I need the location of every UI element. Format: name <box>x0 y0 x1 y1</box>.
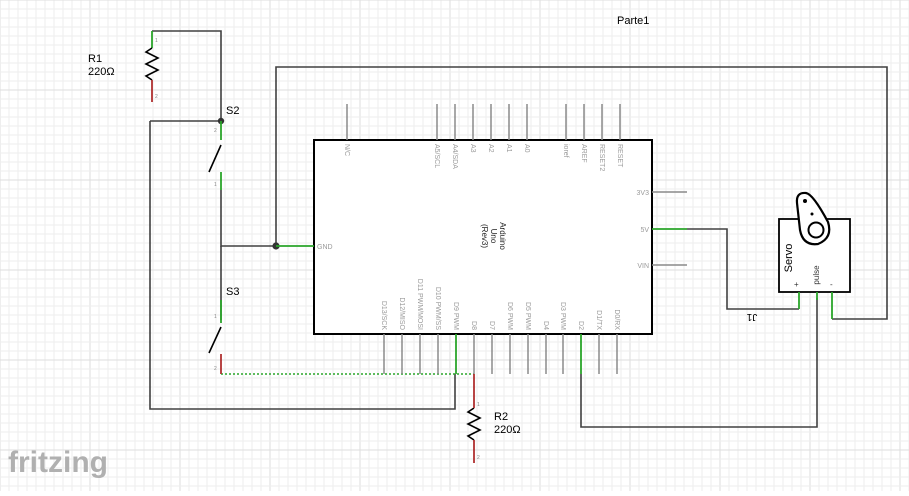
r1-value: 220Ω <box>88 66 115 78</box>
arduino-pin-label: A4/SDA <box>451 144 458 169</box>
arduino-pin-label: A5/SCL <box>433 144 440 168</box>
arduino-pin-label: A0 <box>523 144 530 153</box>
r2-ref: R2 <box>494 411 508 423</box>
wire-left-loop-to-d9[interactable] <box>149 121 456 410</box>
svg-text:1: 1 <box>214 314 217 320</box>
svg-text:2: 2 <box>477 455 480 461</box>
arduino-pin-label: D13/SCK <box>380 301 387 331</box>
arduino-pin-label: A3 <box>469 144 476 153</box>
arduino-rev: (Rev3) <box>480 224 489 248</box>
switch-s2[interactable]: 2 1 S2 <box>208 105 239 190</box>
arduino-bottom-pins: D13/SCK D12/MISO D11 PWM/MOSI D10 PWM/SS D9 … <box>380 279 620 374</box>
arduino-pin-label: D10 PWM/SS <box>434 287 441 331</box>
arduino-board[interactable]: N/C A5/SCL A4/SDA A3 A2 A1 A0 ioref AREF RESET2 RE… <box>276 104 687 374</box>
arduino-pin-label: D5 PWM <box>524 302 531 330</box>
arduino-pin-label: RESET <box>616 144 623 168</box>
wires <box>149 30 888 428</box>
servo-pin-label-minus: - <box>830 280 833 289</box>
arduino-pin-label: D9 PWM <box>452 302 459 330</box>
arduino-pin-label: D11 PWM/MOSI <box>416 279 423 330</box>
arduino-pin-label: D3 PWM <box>559 302 566 330</box>
arduino-right-pins: 3V3 5V VIN <box>637 190 687 270</box>
diagram-title: Parte1 <box>617 15 649 27</box>
arduino-pin-label: AREF <box>580 144 587 163</box>
arduino-pin-label-gnd: GND <box>317 244 333 251</box>
arduino-pin-label: 3V3 <box>637 190 650 197</box>
servo-motor[interactable]: Servo pulse + - J1 <box>746 191 851 322</box>
arduino-pin-label: D0/RX <box>613 309 620 330</box>
arduino-pin-label: A1 <box>505 144 512 153</box>
j1-ref: J1 <box>746 311 757 322</box>
resistor-r1[interactable]: 1 2 R1 220Ω <box>88 31 160 102</box>
svg-text:2: 2 <box>214 366 217 372</box>
wire-5v-servo[interactable] <box>687 228 799 310</box>
arduino-pin-label: D2 <box>577 321 584 330</box>
arduino-pin-label: A2 <box>487 144 494 153</box>
s3-ref: S3 <box>226 286 239 298</box>
arduino-pin-label: D8 <box>470 321 477 330</box>
arduino-pin-label: VIN <box>637 263 649 270</box>
arduino-top-pins: N/C A5/SCL A4/SDA A3 A2 A1 A0 ioref AREF RESET2 RE… <box>343 104 623 171</box>
switch-s3[interactable]: 1 2 S3 <box>208 286 239 374</box>
arduino-pin-label: D7 <box>488 321 495 330</box>
arduino-pin-label: D6 PWM <box>506 302 513 330</box>
servo-shaft-icon <box>807 221 825 239</box>
svg-text:2: 2 <box>155 94 158 100</box>
fritzing-watermark: fritzing <box>8 446 108 479</box>
arduino-body[interactable] <box>313 139 653 335</box>
s2-ref: S2 <box>226 105 239 117</box>
arduino-pin-label: D1/TX <box>595 310 602 330</box>
arduino-pin-label: 5V <box>640 227 649 234</box>
svg-text:2: 2 <box>214 128 217 134</box>
arduino-pin-label: D12/MISO <box>398 297 405 330</box>
r2-value: 220Ω <box>494 424 521 436</box>
arduino-pin-label: N/C <box>343 144 350 156</box>
svg-text:1: 1 <box>155 38 158 44</box>
arduino-pin-label: D4 <box>542 321 549 330</box>
arduino-pin-label: RESET2 <box>598 144 605 171</box>
servo-name: Servo <box>783 244 795 273</box>
arduino-name: Arduino <box>498 222 507 250</box>
svg-text:1: 1 <box>477 402 480 408</box>
arduino-pin-label: ioref <box>562 144 569 158</box>
arduino-name-block: Arduino Uno (Rev3) <box>480 222 507 250</box>
svg-text:1: 1 <box>214 182 217 188</box>
servo-pin-label-plus: + <box>794 280 799 289</box>
servo-pin-label-pulse: pulse <box>812 265 821 285</box>
resistor-r2[interactable]: 1 2 R2 220Ω <box>466 334 521 463</box>
wire-d2-servo-pulse[interactable] <box>580 298 818 428</box>
arduino-model: Uno <box>489 229 498 244</box>
r1-ref: R1 <box>88 53 102 65</box>
wire-r1-s2[interactable] <box>152 30 222 121</box>
